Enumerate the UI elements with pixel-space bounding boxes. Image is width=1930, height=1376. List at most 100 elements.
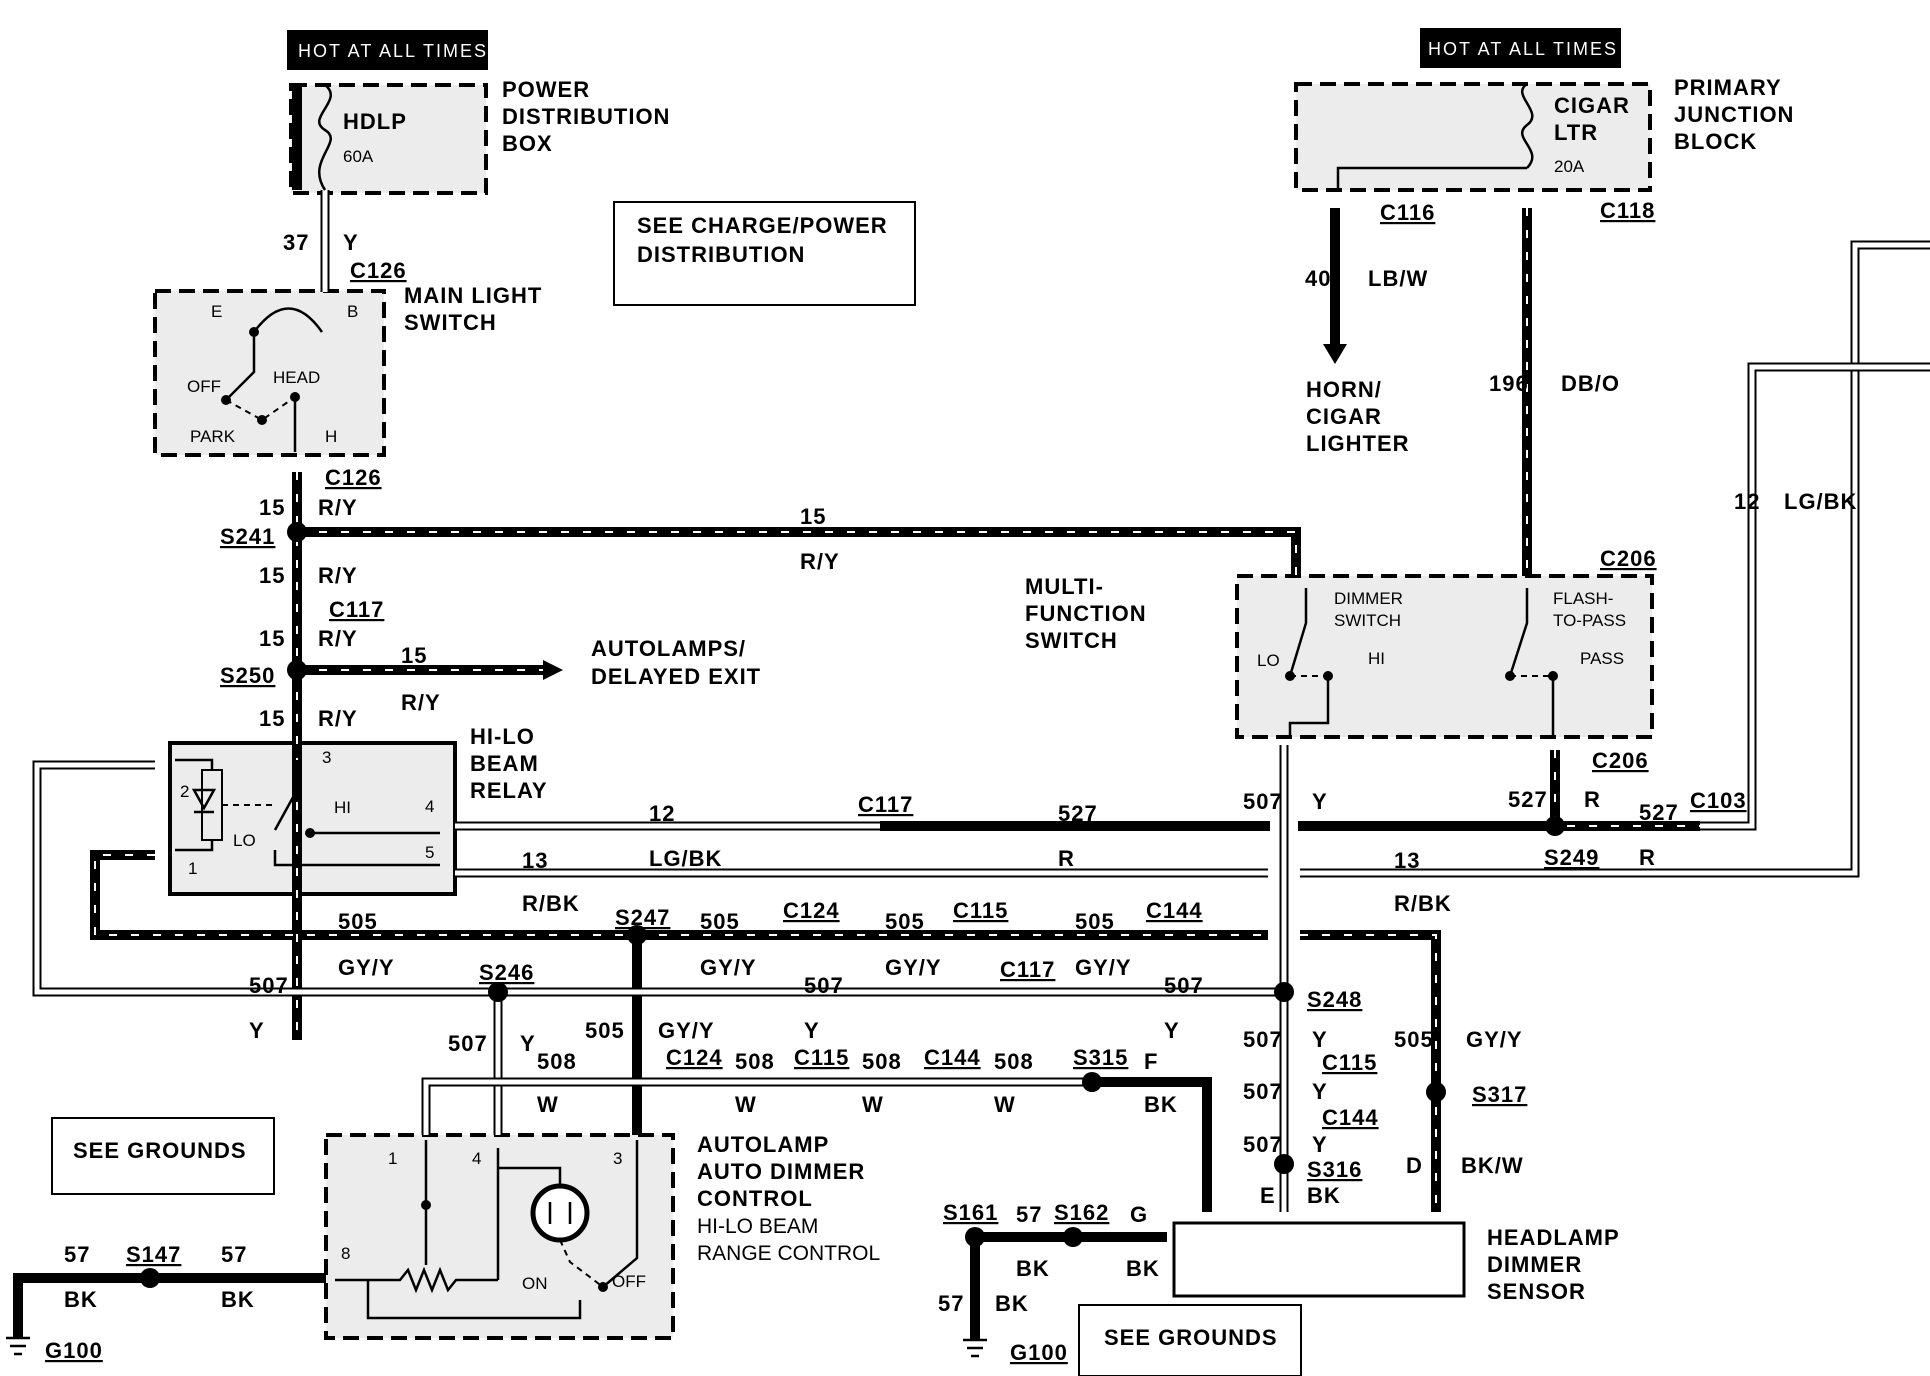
wire-15-num-b: 15 xyxy=(800,504,826,529)
photocell-element xyxy=(548,1202,572,1224)
horn-arrow-icon xyxy=(1323,344,1347,364)
wire-13-r-bk-inner xyxy=(455,242,1930,876)
relay-pin-1: 1 xyxy=(188,859,197,878)
splice-s248 xyxy=(1274,982,1294,1002)
connector-c117-left: C117 xyxy=(329,597,384,622)
wire-40-num: 40 xyxy=(1305,266,1331,291)
ground-g100-right-icon xyxy=(963,1338,987,1358)
wire-15-color-e: R/Y xyxy=(401,690,441,715)
relay-labels: HI-LO BEAM RELAY 2 1 3 4 5 HI LO xyxy=(180,724,548,878)
switch-blade xyxy=(225,332,256,401)
see-grounds-right: SEE GROUNDS xyxy=(1104,1325,1278,1350)
autolamp-off-label: OFF xyxy=(612,1272,646,1291)
wire-507-num-a: 507 xyxy=(249,973,289,998)
wire-e-color: BK xyxy=(1307,1183,1341,1208)
ground-label-left: G100 xyxy=(45,1338,103,1363)
wire-507-num-g: 507 xyxy=(1243,1132,1283,1157)
autolamp-internals xyxy=(335,1140,639,1320)
terminal-b-label: B xyxy=(347,302,358,321)
splice-label-s248: S248 xyxy=(1307,987,1362,1012)
wire-15-num-a: 15 xyxy=(259,495,285,520)
main-switch-labels: MAIN LIGHT SWITCH E B OFF HEAD PARK H xyxy=(187,283,541,446)
wire-505-num-d: 505 xyxy=(1075,909,1115,934)
relay-output-leads xyxy=(273,831,440,867)
wire-508-num-c: 508 xyxy=(862,1049,902,1074)
relay-coil-leads xyxy=(175,758,214,852)
autolamp-on-label: ON xyxy=(522,1274,548,1293)
splice-label-s317: S317 xyxy=(1472,1082,1527,1107)
wire-15-num-c: 15 xyxy=(259,563,285,588)
splice-s250 xyxy=(287,660,307,680)
relay-name-3: RELAY xyxy=(470,778,548,803)
wire-13-num-b: 13 xyxy=(1394,848,1420,873)
splice-s161 xyxy=(965,1227,985,1247)
wire-507-color-c: Y xyxy=(1164,1018,1180,1043)
wire-15-color-a: R/Y xyxy=(318,495,358,520)
splice-s162 xyxy=(1063,1227,1083,1247)
dimmer-switch-label-2: SWITCH xyxy=(1334,611,1401,630)
wire-12-color: LG/BK xyxy=(649,846,722,871)
flash-to-pass-label-2: TO-PASS xyxy=(1553,611,1626,630)
wire-57-num-a: 57 xyxy=(64,1242,90,1267)
cigar-fuse-rating: 20A xyxy=(1554,157,1585,176)
autolamps-note-1: AUTOLAMPS/ xyxy=(591,636,746,661)
wire-507-color-g: Y xyxy=(1312,1132,1328,1157)
splice-dots xyxy=(140,522,1565,1288)
wire-507-color-d: Y xyxy=(520,1031,536,1056)
splice-label-s247: S247 xyxy=(615,905,670,930)
wire-527-num-b: 527 xyxy=(1508,787,1548,812)
wire-12-color-right: LG/BK xyxy=(1784,489,1857,514)
relay-diode xyxy=(191,788,217,814)
wire-508-num-d: 508 xyxy=(994,1049,1034,1074)
wire-13-color-a: R/BK xyxy=(522,891,580,916)
terminal-park-label: PARK xyxy=(190,427,236,446)
cigar-ltr-fuse-icon xyxy=(1336,82,1534,190)
switch-park-contact xyxy=(257,415,267,425)
wire-527-num-c: 527 xyxy=(1639,800,1679,825)
horn-note-2: CIGAR xyxy=(1306,404,1382,429)
relay-name-2: BEAM xyxy=(470,751,539,776)
autolamp-sub-2: RANGE CONTROL xyxy=(697,1242,880,1265)
autolamp-name-1: AUTOLAMP xyxy=(697,1132,829,1157)
wire-527-num-a: 527 xyxy=(1058,801,1098,826)
switch-link xyxy=(225,396,296,422)
wire-508-color-b: W xyxy=(735,1092,757,1117)
wire-40-color: LB/W xyxy=(1368,266,1428,291)
dimmer-lo-contact xyxy=(1285,671,1295,681)
wire-13-r-bk-outline xyxy=(455,240,1930,878)
wire-dash-527 xyxy=(1554,750,1700,827)
dimmer-switch-label-1: DIMMER xyxy=(1334,589,1403,608)
wire-15-color-d: R/Y xyxy=(318,626,358,651)
sensor-name-2: DIMMER xyxy=(1487,1252,1582,1277)
hot-at-all-times-left: HOT AT ALL TIMES xyxy=(298,41,488,61)
ground-label-right: G100 xyxy=(1010,1340,1068,1365)
wire-57-bk-left xyxy=(13,1273,326,1338)
connector-c115-right: C115 xyxy=(1322,1050,1377,1075)
wire-507-color-b: Y xyxy=(804,1018,820,1043)
dimmer-hi-label: HI xyxy=(1368,649,1385,668)
splice-label-s316: S316 xyxy=(1307,1157,1362,1182)
junction-block-labels: PRIMARY JUNCTION BLOCK CIGAR LTR 20A xyxy=(1554,75,1793,176)
wire-57-color-b: BK xyxy=(221,1287,255,1312)
power-box-name-3: BOX xyxy=(502,131,553,156)
connector-c117-lower: C117 xyxy=(1000,957,1055,982)
autolamp-sub-1: HI-LO BEAM xyxy=(697,1215,818,1238)
relay-internals xyxy=(175,758,440,867)
autolamp-pin-1: 1 xyxy=(388,1149,397,1168)
connector-c116: C116 xyxy=(1380,200,1435,225)
wire-15-color-c: R/Y xyxy=(318,563,358,588)
dimmer-hi-contact xyxy=(1323,671,1333,681)
terminal-e-label: E xyxy=(211,302,222,321)
junction-block-name-3: BLOCK xyxy=(1674,129,1757,154)
wire-57-num-c: 57 xyxy=(1016,1202,1042,1227)
wire-13-color-b: R/BK xyxy=(1394,891,1452,916)
connector-c115-upper: C115 xyxy=(953,898,1008,923)
wire-dash-15-h xyxy=(297,531,1297,576)
connector-c118: C118 xyxy=(1600,198,1655,223)
see-grounds-left: SEE GROUNDS xyxy=(73,1138,247,1163)
wire-508-num-b: 508 xyxy=(735,1049,775,1074)
wire-505-color-b: GY/Y xyxy=(700,955,757,980)
wire-507-num-d: 507 xyxy=(448,1031,488,1056)
hot-at-all-times-right: HOT AT ALL TIMES xyxy=(1428,39,1618,59)
wire-15-num-e: 15 xyxy=(401,643,427,668)
